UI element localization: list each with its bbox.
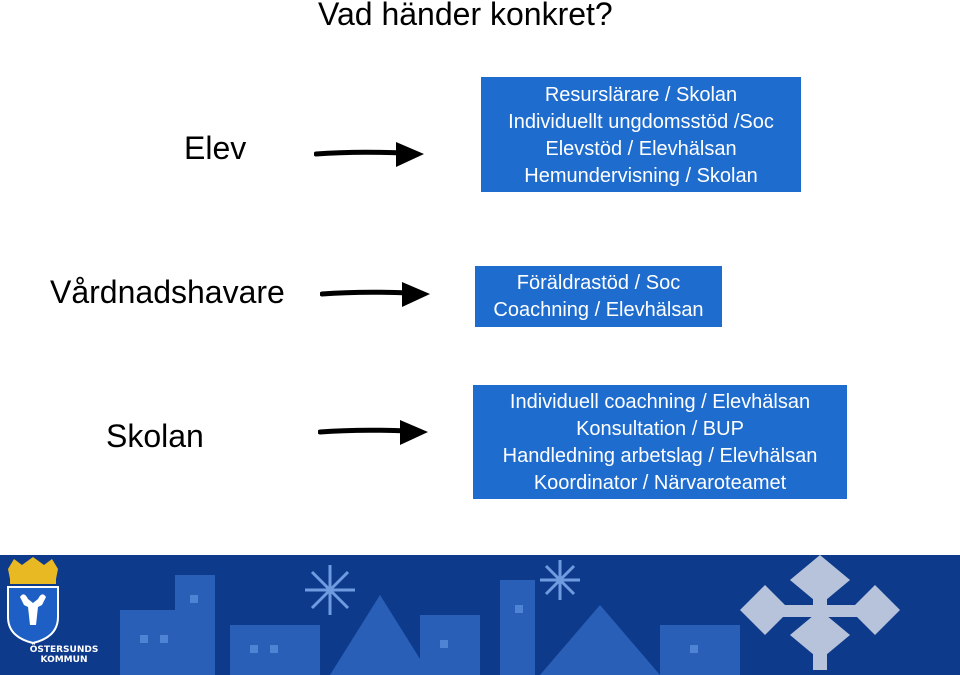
arrow-right-icon <box>318 420 428 445</box>
info-item: Handledning arbetslag / Elevhälsan <box>502 445 818 467</box>
info-box-skolan: Individuell coachning / Elevhälsan Konsu… <box>473 385 847 499</box>
logo-text-line1: ÖSTERSUNDS <box>29 645 99 655</box>
snowflake-pattern-icon <box>0 555 960 675</box>
info-item: Elevstöd / Elevhälsan <box>545 138 737 160</box>
row-label-skolan: Skolan <box>106 418 204 454</box>
row-label-vardnadshavare: Vårdnadshavare <box>50 274 285 310</box>
kommun-logo-icon <box>7 557 59 645</box>
info-box-vardnadshavare: Föräldrastöd / Soc Coachning / Elevhälsa… <box>475 266 722 327</box>
footer-banner: ÖSTERSUNDS KOMMUN <box>0 555 960 675</box>
info-item: Hemundervisning / Skolan <box>524 165 758 187</box>
info-item: Resurslärare / Skolan <box>544 84 738 106</box>
kommun-logo-text: ÖSTERSUNDS KOMMUN <box>10 645 118 665</box>
info-item: Föräldrastöd / Soc <box>516 272 681 294</box>
arrow-right-icon <box>314 142 424 167</box>
info-item: Individuellt ungdomsstöd /Soc <box>508 111 774 133</box>
info-box-elev: Resurslärare / Skolan Individuellt ungdo… <box>481 77 801 192</box>
info-item: Individuell coachning / Elevhälsan <box>509 391 811 413</box>
slide-title: Vad händer konkret? <box>318 0 613 32</box>
info-item: Konsultation / BUP <box>576 418 744 440</box>
info-item: Coachning / Elevhälsan <box>493 299 704 321</box>
arrow-right-icon <box>320 282 430 307</box>
row-label-elev: Elev <box>184 130 247 166</box>
info-item: Koordinator / Närvaroteamet <box>533 472 787 494</box>
logo-text-line2: KOMMUN <box>40 655 88 665</box>
